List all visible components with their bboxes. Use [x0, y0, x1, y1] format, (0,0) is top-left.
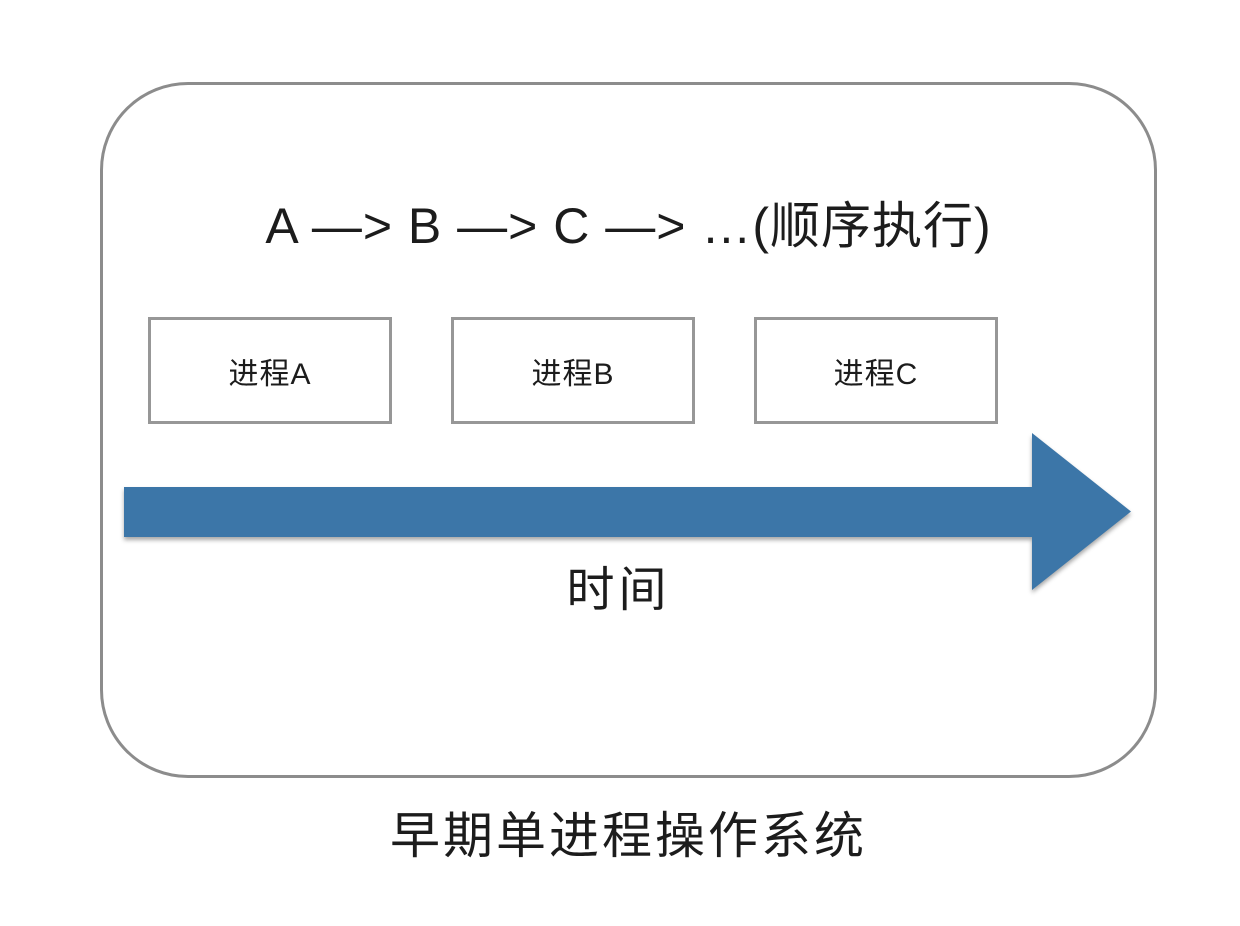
diagram-caption: 早期单进程操作系统 — [390, 808, 867, 864]
process-c-label: 进程C — [833, 357, 919, 391]
time-arrow-shape — [124, 433, 1131, 590]
sequential-execution-title: A —> B —> C —> …(顺序执行) — [265, 198, 992, 254]
process-box-c: 进程C — [754, 317, 998, 424]
process-b-label: 进程B — [531, 357, 615, 391]
process-box-a: 进程A — [148, 317, 392, 424]
time-arrow-icon — [124, 433, 1131, 590]
process-box-b: 进程B — [451, 317, 695, 424]
process-a-label: 进程A — [228, 357, 312, 391]
time-axis-label: 时间 — [566, 564, 671, 617]
single-process-os-frame — [100, 82, 1157, 778]
